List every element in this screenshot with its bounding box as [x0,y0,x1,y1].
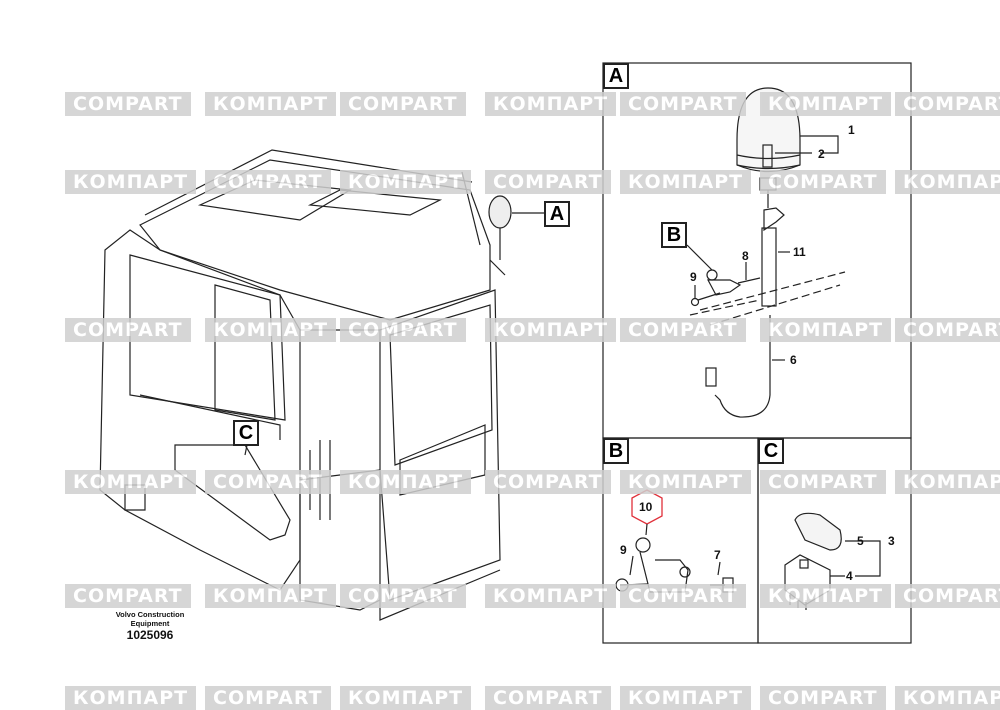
panel-a-drawing [686,87,846,418]
overview-label-c[interactable]: C [233,420,259,446]
callout: 6 [790,353,797,367]
panel-a-label: A [603,63,629,89]
callout: 7 [714,548,721,562]
callout: 3 [888,534,895,548]
callout-highlighted: 10 [639,500,653,514]
callout: 2 [818,147,825,161]
panel-c-frame [757,437,912,644]
cab-overview-drawing [99,149,548,621]
caption-line2: Equipment [130,619,170,628]
callout: 9 [620,543,627,557]
callout: 1 [848,123,855,137]
panel-c-drawing [784,512,881,610]
callout: 9 [690,270,697,284]
callout: 5 [857,534,864,548]
overview-label-a[interactable]: A [544,201,570,227]
callout: 4 [846,569,853,583]
document-number: 1025096 [126,628,174,642]
callout: 11 [793,245,806,259]
manufacturer-caption: Volvo Construction Equipment [100,610,200,628]
panel-a-detail-b-label[interactable]: B [661,222,687,248]
panel-b-frame [602,437,759,644]
panel-b-drawing [615,489,734,593]
caption-line1: Volvo Construction [115,610,185,619]
panel-c-label: C [758,438,784,464]
panel-b-label: B [603,438,629,464]
callout: 8 [742,249,749,263]
